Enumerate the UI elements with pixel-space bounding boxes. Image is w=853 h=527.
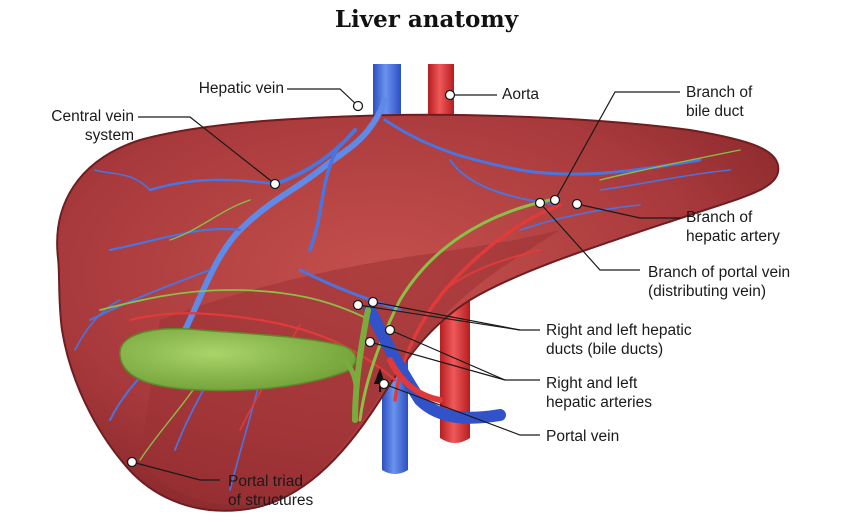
label-portal-vein: Portal vein (546, 427, 619, 446)
label-line: Central vein (4, 107, 134, 126)
label-central-vein-system: Central vein system (4, 107, 134, 145)
page-title: Liver anatomy (0, 6, 853, 33)
label-line: Portal triad (228, 472, 313, 491)
label-line: Aorta (502, 85, 539, 104)
label-line: Hepatic vein (150, 79, 284, 98)
label-line: Branch of portal vein (648, 263, 790, 282)
label-line: system (4, 126, 134, 145)
label-line: Branch of (686, 83, 752, 102)
label-line: Right and left (546, 374, 652, 393)
label-hepatic-vein: Hepatic vein (150, 79, 284, 98)
label-line: Right and left hepatic (546, 321, 692, 340)
label-portal-triad: Portal triad of structures (228, 472, 313, 510)
label-hepatic-artery-branch: Branch of hepatic artery (686, 208, 780, 246)
label-hepatic-ducts: Right and left hepatic ducts (bile ducts… (546, 321, 692, 359)
label-line: Branch of (686, 208, 780, 227)
label-line: (distributing vein) (648, 282, 790, 301)
label-line: ducts (bile ducts) (546, 340, 692, 359)
label-line: hepatic arteries (546, 393, 652, 412)
label-bile-duct-branch: Branch of bile duct (686, 83, 752, 121)
label-line: Portal vein (546, 427, 619, 446)
label-aorta: Aorta (502, 85, 539, 104)
label-line: bile duct (686, 102, 752, 121)
label-portal-vein-branch: Branch of portal vein (distributing vein… (648, 263, 790, 301)
label-line: hepatic artery (686, 227, 780, 246)
label-hepatic-arteries: Right and left hepatic arteries (546, 374, 652, 412)
label-line: of structures (228, 491, 313, 510)
